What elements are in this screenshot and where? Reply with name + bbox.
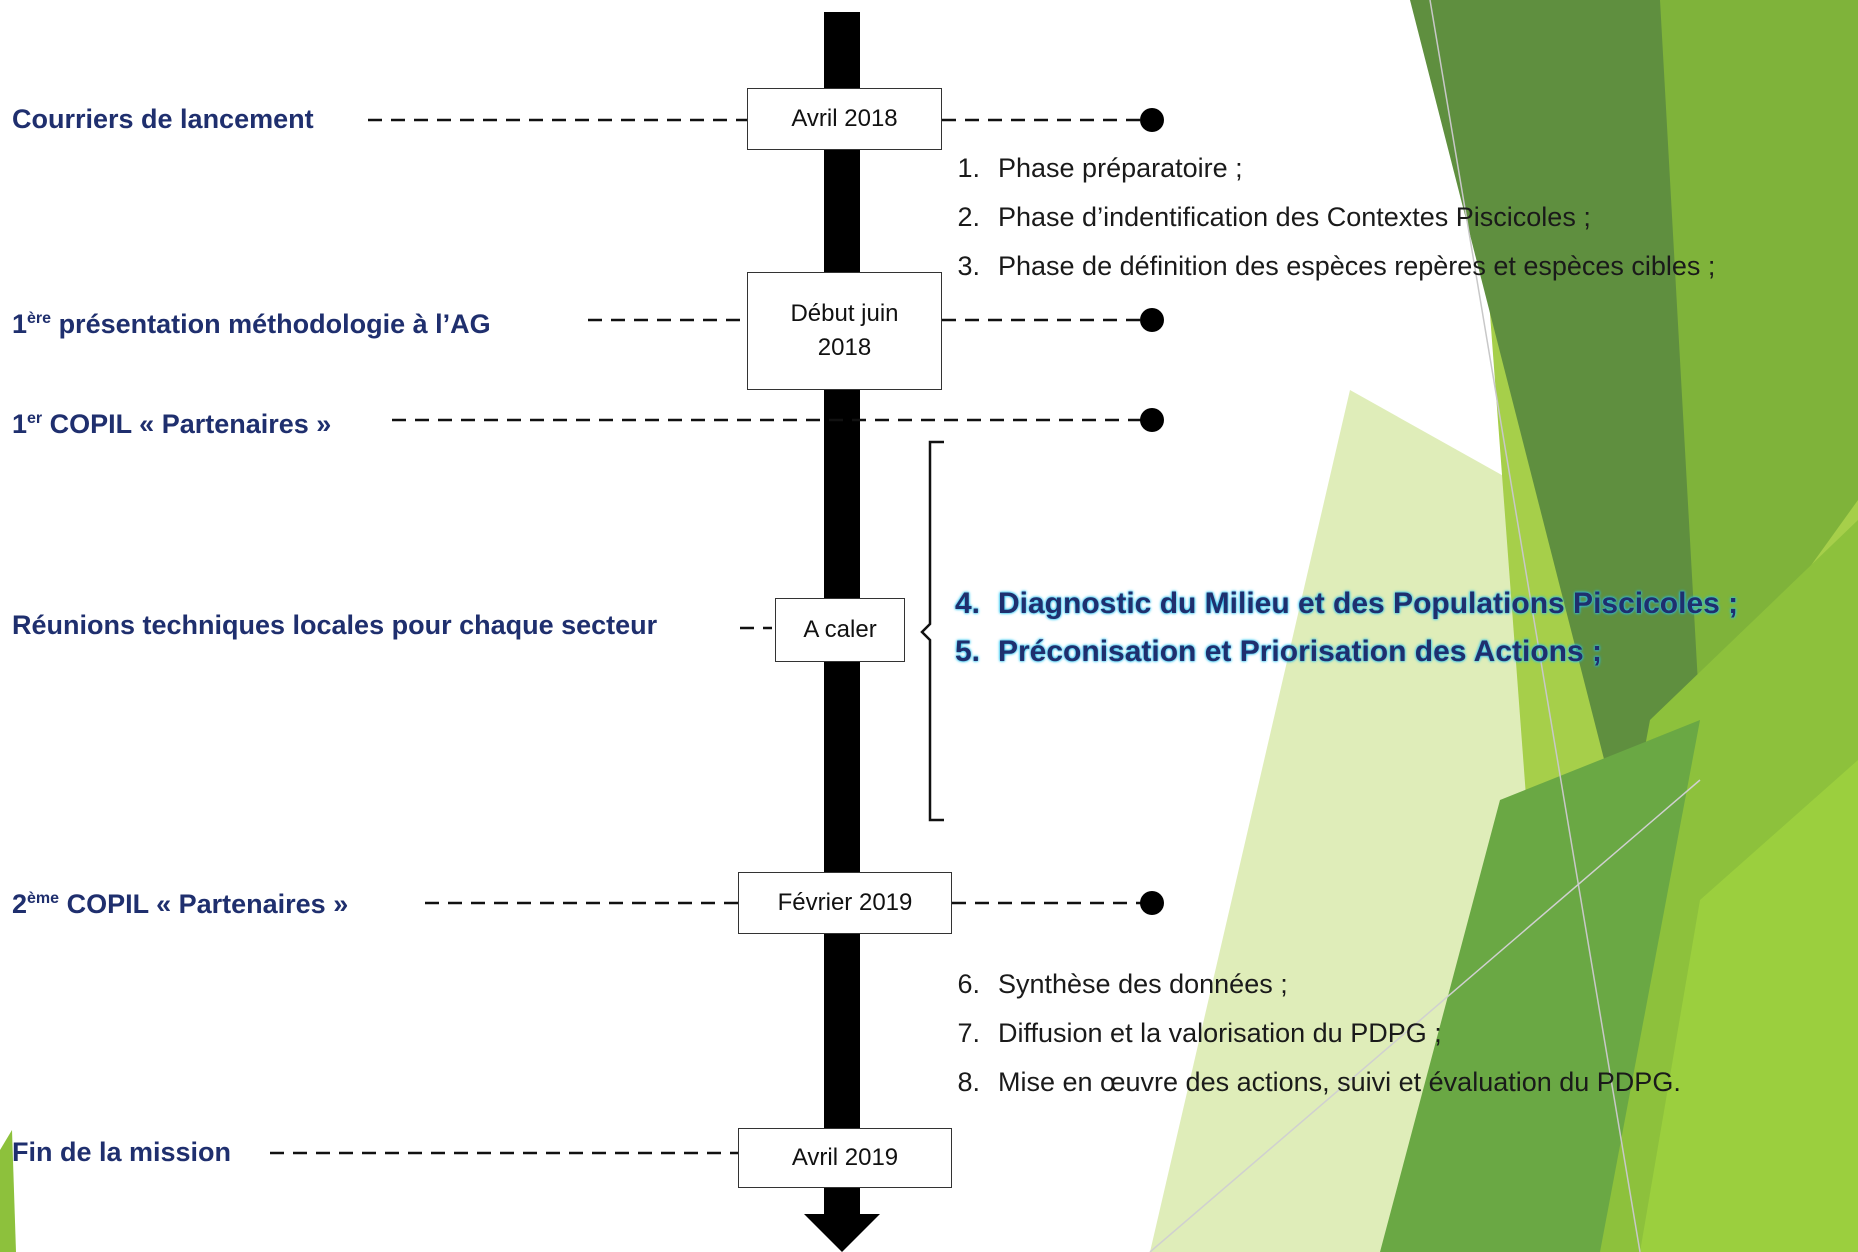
event-label-methodology-presentation: 1ère présentation méthodologie à l’AG bbox=[12, 309, 491, 339]
event-dot-1 bbox=[1140, 108, 1164, 132]
phase-list-preparation: 1.Phase préparatoire ; 2.Phase d’indenti… bbox=[928, 144, 1715, 291]
phase-item-5: 5.Préconisation et Priorisation des Acti… bbox=[954, 635, 1603, 668]
timeline-arrowhead bbox=[804, 1214, 880, 1252]
event-label-copil-1: 1er COPIL « Partenaires » bbox=[12, 409, 332, 439]
phase-bracket bbox=[920, 440, 944, 822]
phase-item-8: 8.Mise en œuvre des actions, suivi et év… bbox=[957, 1067, 1681, 1097]
phase-item-1: 1.Phase préparatoire ; bbox=[957, 153, 1243, 183]
facet-line-1 bbox=[1429, 0, 1641, 1252]
facet-lower-left bbox=[1380, 720, 1700, 1252]
phase-item-6: 6.Synthèse des données ; bbox=[957, 969, 1288, 999]
phase-item-4: 4.Diagnostic du Milieu et des Population… bbox=[954, 587, 1739, 620]
phase-list-diagnostic: 4.Diagnostic du Milieu et des Population… bbox=[928, 580, 1738, 676]
phase-list-synthesis: 6.Synthèse des données ; 7.Diffusion et … bbox=[928, 960, 1681, 1107]
event-dot-5 bbox=[1140, 891, 1164, 915]
date-box-to-schedule: A caler bbox=[775, 598, 905, 662]
phase-item-2: 2.Phase d’indentification des Contextes … bbox=[957, 202, 1591, 232]
phase-item-7: 7.Diffusion et la valorisation du PDPG ; bbox=[957, 1018, 1442, 1048]
facet-mid-top bbox=[1660, 0, 1858, 720]
facet-line-2 bbox=[1149, 779, 1701, 1252]
event-label-technical-meetings: Réunions techniques locales pour chaque … bbox=[12, 610, 658, 640]
phase-item-3: 3.Phase de définition des espèces repère… bbox=[957, 251, 1716, 281]
date-box-february-2019: Février 2019 bbox=[738, 872, 952, 934]
event-label-end-of-mission: Fin de la mission bbox=[12, 1137, 232, 1167]
event-label-launch: Courriers de lancement bbox=[12, 104, 314, 134]
date-box-june-2018: Début juin 2018 bbox=[747, 272, 942, 390]
facet-bottom-accent bbox=[1640, 760, 1858, 1252]
date-box-april-2019: Avril 2019 bbox=[738, 1128, 952, 1188]
event-label-copil-2: 2ème COPIL « Partenaires » bbox=[12, 889, 349, 919]
facet-left-edge bbox=[0, 1130, 16, 1252]
event-dot-2 bbox=[1140, 308, 1164, 332]
event-dot-3 bbox=[1140, 408, 1164, 432]
date-box-april-2018: Avril 2018 bbox=[747, 88, 942, 150]
